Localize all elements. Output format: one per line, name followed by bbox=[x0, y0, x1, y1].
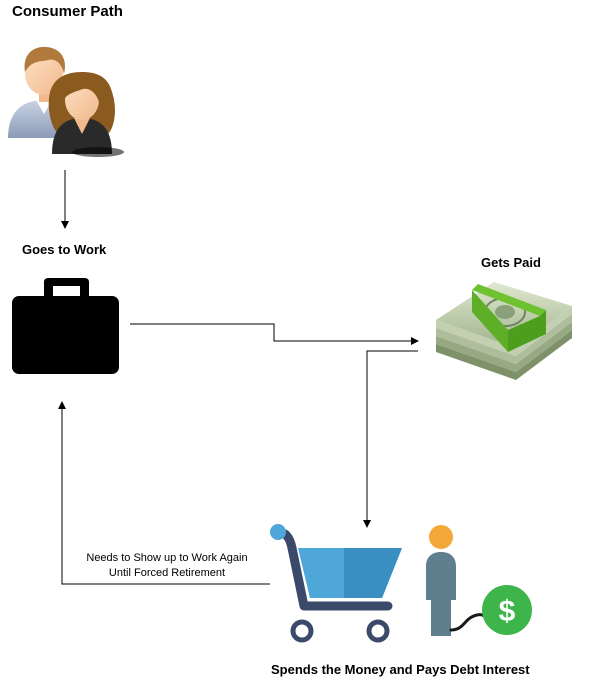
edge-spend-to-work bbox=[58, 401, 270, 585]
diagram-title: Consumer Path bbox=[12, 3, 123, 20]
dollar-symbol: $ bbox=[499, 595, 516, 628]
person-icon bbox=[426, 525, 486, 636]
briefcase-icon bbox=[12, 278, 119, 374]
loop-edge-label-line2: Until Forced Retirement bbox=[108, 567, 226, 579]
paid-node-label: Gets Paid bbox=[481, 255, 541, 270]
money-stack-icon bbox=[436, 282, 572, 380]
edge-work-to-paid bbox=[130, 323, 419, 345]
dollar-coin-icon: $ bbox=[482, 585, 532, 635]
edge-paid-to-spend bbox=[363, 350, 418, 528]
consumers-icon bbox=[8, 46, 124, 157]
shopping-cart-icon bbox=[270, 524, 402, 643]
spend-node-label: Spends the Money and Pays Debt Interest bbox=[271, 662, 530, 677]
loop-edge-label: Needs to Show up to Work Again Until For… bbox=[60, 551, 274, 581]
loop-edge-label-line1: Needs to Show up to Work Again bbox=[86, 552, 248, 564]
work-node-label: Goes to Work bbox=[22, 242, 107, 257]
